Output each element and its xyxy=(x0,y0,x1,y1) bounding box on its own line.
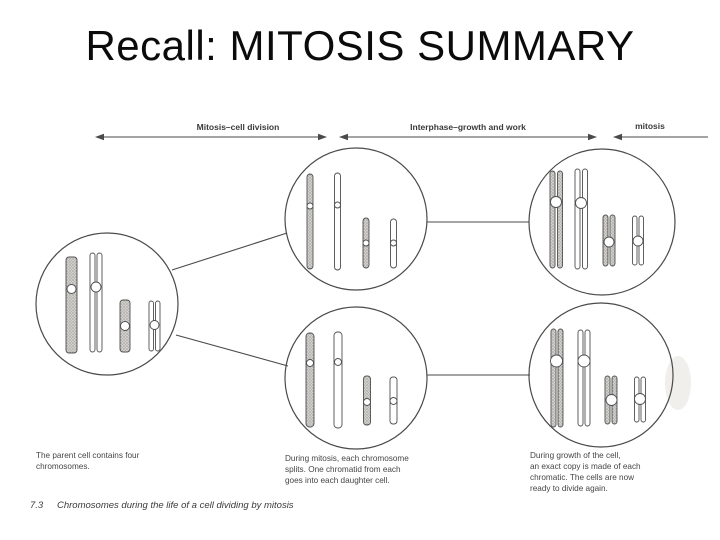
chromosome-short-white-doubled xyxy=(632,215,644,266)
mitosis-phase-label: Mitosis–cell division xyxy=(197,122,280,132)
scan-smudge xyxy=(665,356,691,410)
chromosome-long-shaded-doubled xyxy=(549,170,563,269)
caption-mitosis: During mitosis, each chromosome splits. … xyxy=(285,454,409,485)
cell-connectors xyxy=(171,221,530,376)
caption-line: During growth of the cell, xyxy=(530,451,621,460)
chromosome-long-white-doubled xyxy=(574,168,588,270)
chromosome-long-shaded-doubled xyxy=(550,328,564,428)
chromosome-short-white-single xyxy=(389,376,398,425)
caption-line: splits. One chromatid from each xyxy=(285,465,401,474)
figure-caption-number: 7.3 xyxy=(30,500,44,511)
timeline: Mitosis–cell division Interphase–growth … xyxy=(95,121,708,141)
figure-caption: 7.3 Chromosomes during the life of a cel… xyxy=(30,500,294,511)
chromosome-long-white-single xyxy=(333,331,343,429)
interphase-arrow: Interphase–growth and work xyxy=(339,122,597,141)
chromosome-short-shaded-doubled xyxy=(602,214,616,267)
caption-parent-cell: The parent cell contains four chromosome… xyxy=(36,451,140,471)
mitosis2-label: mitosis xyxy=(635,121,665,131)
chromosome-short-shaded-doubled xyxy=(119,299,131,353)
caption-line: ready to divide again. xyxy=(530,484,608,493)
chromosome-long-shaded-single xyxy=(305,332,315,428)
caption-line: chromatic. The cells are now xyxy=(530,473,634,482)
caption-line: chromosomes. xyxy=(36,462,90,471)
chromosome-long-shaded-doubled xyxy=(65,256,78,354)
cell-daughter-top xyxy=(284,147,428,291)
caption-line: goes into each daughter cell. xyxy=(285,476,390,485)
mitosis2-arrow: mitosis xyxy=(613,121,708,141)
chromosome-short-shaded-single xyxy=(363,375,371,426)
chromosome-short-shaded-single xyxy=(362,217,370,269)
chromosome-short-white-doubled xyxy=(634,376,646,423)
caption-line: The parent cell contains four xyxy=(36,451,140,460)
caption-growth: During growth of the cell, an exact copy… xyxy=(530,451,641,493)
slide-title: Recall: MITOSIS SUMMARY xyxy=(85,22,635,69)
cell-grown-bottom xyxy=(528,302,674,448)
chromosome-long-white-doubled xyxy=(89,252,103,353)
figure-caption-text: Chromosomes during the life of a cell di… xyxy=(57,500,294,511)
interphase-label: Interphase–growth and work xyxy=(410,122,526,132)
caption-line: an exact copy is made of each xyxy=(530,462,641,471)
cell-daughter-bottom xyxy=(284,306,428,450)
chromosome-long-white-single xyxy=(334,172,341,271)
cell-grown-top xyxy=(528,148,676,296)
cell-parent xyxy=(35,232,179,376)
chromosome-long-white-doubled xyxy=(577,329,591,427)
caption-line: During mitosis, each chromosome xyxy=(285,454,409,463)
chromosome-short-shaded-doubled xyxy=(604,375,618,425)
mitosis-phase-arrow: Mitosis–cell division xyxy=(95,122,327,141)
chromosome-long-shaded-single xyxy=(306,173,314,270)
chromosome-short-white-doubled xyxy=(148,300,161,352)
chromosome-short-white-single xyxy=(390,218,397,269)
